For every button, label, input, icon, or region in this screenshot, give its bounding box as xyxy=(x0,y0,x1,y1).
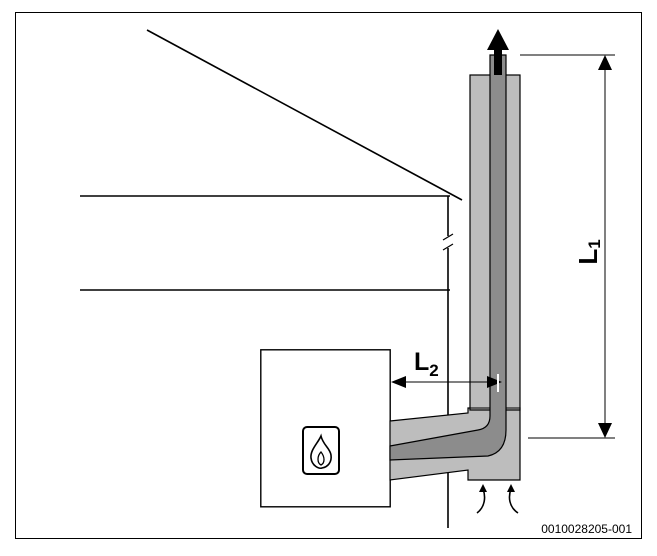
up-arrow-icon xyxy=(487,29,509,75)
roof-line xyxy=(146,29,463,201)
dimension-l1 xyxy=(520,54,615,439)
dimension-l1-label: L1 xyxy=(573,239,605,264)
dimension-l2 xyxy=(391,374,502,392)
flame-icon xyxy=(302,426,340,475)
l2-main: L xyxy=(414,348,429,376)
curved-arrow-icon xyxy=(476,484,519,514)
figure-frame xyxy=(15,12,642,539)
l1-sub: 1 xyxy=(585,239,604,248)
l1-main: L xyxy=(573,249,603,265)
svg-text:L1: L1 xyxy=(573,239,605,264)
wall-break-mark xyxy=(442,233,454,241)
l2-sub: 2 xyxy=(429,361,438,380)
dimension-l2-label: L2 xyxy=(414,348,439,380)
inner-flue-pipe xyxy=(389,54,507,461)
figure-id: 0010028205-001 xyxy=(541,522,632,536)
exterior-wall xyxy=(442,196,454,528)
